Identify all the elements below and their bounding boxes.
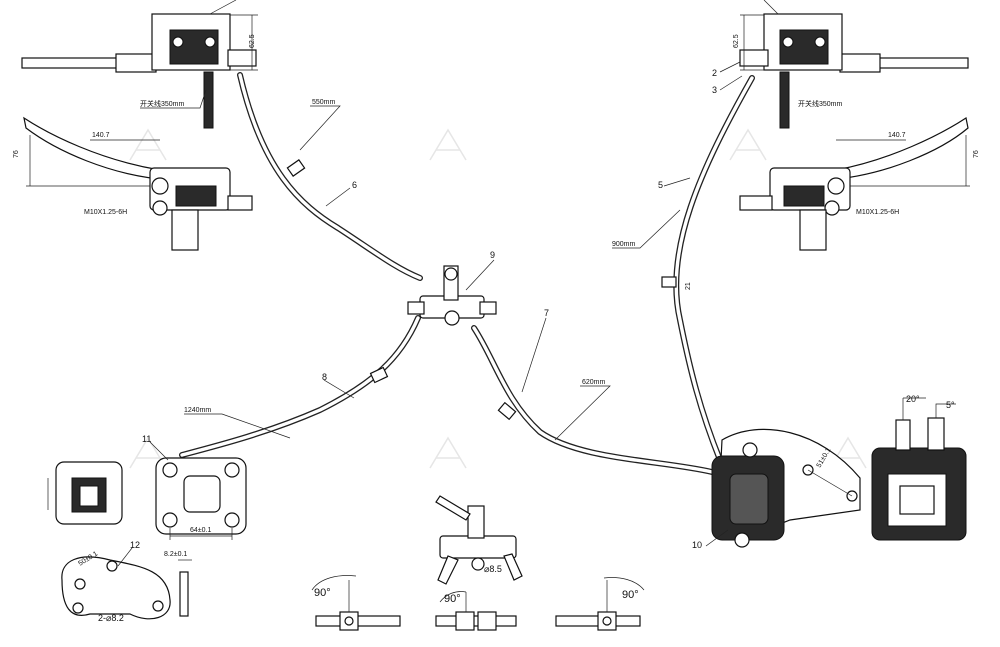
dim-21: 21 xyxy=(685,282,692,290)
dim-140-7-right: 140.7 xyxy=(888,132,906,139)
watermark xyxy=(129,128,867,469)
caliper-left xyxy=(155,457,247,540)
leader-7 xyxy=(521,317,547,393)
hose-8 xyxy=(179,315,421,458)
leader-11 xyxy=(149,441,169,461)
thread-label-right: M10X1.25-6H xyxy=(856,209,899,216)
angle-90-a: 90° xyxy=(314,587,331,599)
hose-550-label: 550mm xyxy=(312,99,336,106)
leader-900 xyxy=(612,209,681,249)
leader-6 xyxy=(325,187,351,207)
thread-label-left: M10X1.25-6H xyxy=(84,209,127,216)
hose-1240-label: 1240mm xyxy=(184,407,211,414)
master-cylinder-top-left xyxy=(21,0,258,129)
hole-spec: 2-⌀8.2 xyxy=(98,613,124,623)
callout-8: 8 xyxy=(322,372,327,382)
brake-lever-right xyxy=(739,117,970,251)
hose-900-label: 900mm xyxy=(612,241,636,248)
callout-3: 3 xyxy=(712,85,717,95)
dim-76-left: 76 xyxy=(13,150,20,158)
angle-90-b: 90° xyxy=(444,593,461,605)
switch-wire-leader-left xyxy=(140,89,207,109)
banjo-fitting-a xyxy=(311,575,401,631)
caliper-side-left xyxy=(47,461,123,525)
hose-6 xyxy=(237,72,423,281)
banjo-fitting-b xyxy=(435,591,517,631)
banjo-fitting-c xyxy=(555,577,645,631)
callout-12: 12 xyxy=(130,540,140,550)
leader-620 xyxy=(554,385,611,441)
angle-5: 5° xyxy=(946,400,955,410)
angle-90-c: 90° xyxy=(622,589,639,601)
switch-wire-label-right: 开关线350mm xyxy=(798,99,843,108)
dim-76-right: 76 xyxy=(973,150,980,158)
angle-20: 20° xyxy=(906,394,920,404)
brake-lever-left xyxy=(23,116,253,251)
caliper-right xyxy=(711,428,861,548)
dim-64: 64±0.1 xyxy=(190,527,211,534)
callout-9: 9 xyxy=(490,250,495,260)
master-cylinder-top-right xyxy=(739,0,969,129)
leader-3 xyxy=(719,75,743,91)
leader-5 xyxy=(663,177,691,187)
dim-62-5-left: 62.5 xyxy=(249,34,256,48)
leader-2 xyxy=(719,61,741,73)
callout-2: 2 xyxy=(712,68,717,78)
dim-140-7-left: 140.7 xyxy=(92,132,110,139)
bracket-12 xyxy=(61,556,192,620)
leader-10 xyxy=(705,529,729,547)
callout-11: 11 xyxy=(142,434,151,444)
dim-62-5-right: 62.5 xyxy=(733,34,740,48)
leader-9 xyxy=(465,259,495,291)
leader-12 xyxy=(117,547,133,567)
callout-7: 7 xyxy=(544,308,549,318)
caliper-side-right xyxy=(871,397,967,541)
leader-1240 xyxy=(184,413,291,439)
hose-5 xyxy=(661,75,755,463)
switch-wire-label-left: 开关线350mm xyxy=(140,99,185,108)
callout-6: 6 xyxy=(352,180,357,190)
brake-splitter xyxy=(407,265,497,326)
dim-8-2-top: 8.2±0.1 xyxy=(164,551,187,558)
callout-5: 5 xyxy=(658,180,663,190)
dia-8-5: ⌀8.5 xyxy=(484,564,502,574)
callout-10: 10 xyxy=(692,540,702,550)
leader-550 xyxy=(299,105,341,151)
hose-7 xyxy=(471,325,715,475)
leader-8 xyxy=(323,379,355,399)
hose-620-label: 620mm xyxy=(582,379,606,386)
splitter-detail xyxy=(435,495,523,585)
